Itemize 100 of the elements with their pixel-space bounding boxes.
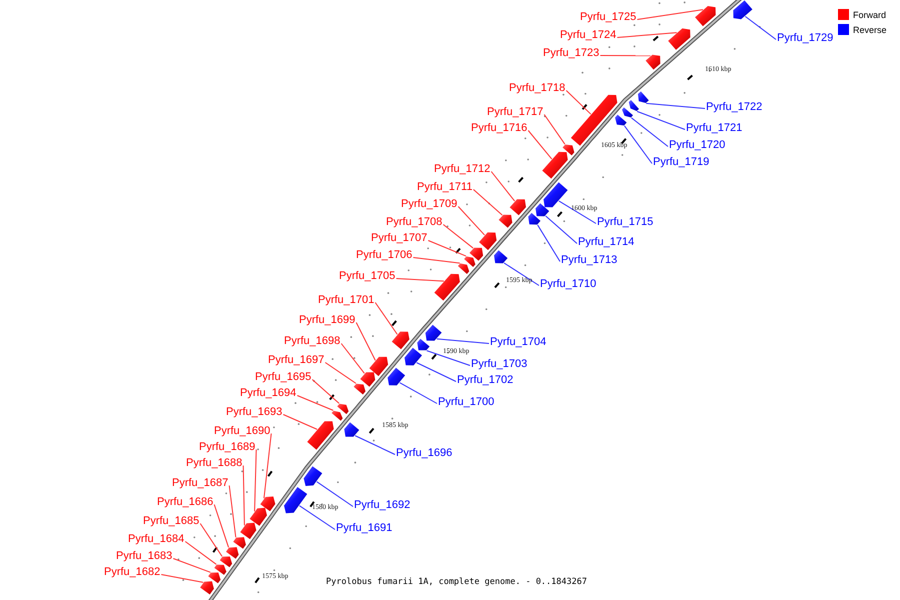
leader-line	[504, 262, 540, 286]
gene-label: Pyrfu_1721	[686, 122, 742, 135]
leader-line	[374, 302, 398, 335]
gene-label: Pyrfu_1693	[226, 406, 282, 419]
leader-line	[160, 574, 204, 583]
leader-line	[636, 110, 686, 130]
gene-bar	[695, 6, 716, 26]
gene-bar	[284, 487, 308, 514]
leader-line	[354, 435, 396, 455]
leader-line	[624, 125, 652, 164]
leader-line	[200, 523, 223, 557]
leader-line	[356, 322, 376, 361]
gene-bar	[417, 338, 430, 350]
leader-line	[282, 414, 318, 430]
gene-label: Pyrfu_1688	[186, 457, 242, 470]
gene-label: Pyrfu_1689	[199, 441, 256, 454]
leader-line	[537, 224, 560, 262]
leader-line	[312, 379, 340, 404]
gene-bar	[337, 404, 349, 414]
leader-line	[324, 362, 356, 384]
gene-bar	[628, 100, 639, 111]
gene-label: Pyrfu_1707	[371, 232, 428, 245]
gene-label: Pyrfu_1708	[386, 216, 442, 229]
gene-label: Pyrfu_1729	[777, 32, 834, 45]
gene-label: Pyrfu_1692	[354, 499, 410, 512]
gene-bar	[536, 203, 550, 216]
gene-label: Pyrfu_1723	[543, 47, 600, 60]
leader-line	[600, 55, 652, 56]
gene-bar	[220, 556, 232, 568]
leader-line	[340, 343, 365, 374]
leader-line	[558, 200, 596, 224]
leader-line	[636, 9, 704, 20]
leader-line	[184, 541, 217, 565]
leader-line	[296, 395, 334, 411]
gene-bar	[668, 28, 690, 50]
gene-label: Pyrfu_1695	[255, 371, 312, 384]
gene-bar	[510, 199, 526, 216]
leader-line	[744, 16, 776, 40]
gene-label: Pyrfu_1694	[240, 387, 296, 400]
gene-bar	[388, 368, 406, 386]
gene-bar	[250, 508, 267, 526]
gene-label: Pyrfu_1684	[128, 533, 184, 546]
gene-bar	[434, 274, 460, 301]
leader-line	[490, 171, 516, 202]
gene-bar	[470, 248, 484, 261]
gene-label: Pyrfu_1717	[487, 106, 544, 119]
leader-line	[399, 382, 438, 404]
gene-label: Pyrfu_1697	[268, 354, 324, 367]
gene-bar	[307, 421, 334, 450]
gene-bar	[570, 94, 618, 146]
leader-line	[646, 102, 706, 109]
gene-label: Pyrfu_1696	[396, 447, 452, 460]
gene-label: Pyrfu_1705	[339, 270, 396, 283]
gene-bar	[733, 0, 752, 20]
gene-bar	[392, 332, 410, 350]
gene-bar	[425, 324, 442, 341]
gene-label: Pyrfu_1720	[669, 139, 726, 152]
gene-bar	[233, 537, 246, 549]
gene-bar	[360, 372, 376, 387]
leader-line	[472, 189, 503, 216]
leader-line	[298, 505, 336, 530]
gene-bar	[479, 232, 497, 250]
leader-line	[458, 206, 486, 236]
gene-bar	[332, 410, 343, 421]
gene-bar	[542, 152, 568, 179]
gene-bar	[226, 547, 239, 559]
leader-line	[412, 257, 460, 264]
legend-label: Reverse	[853, 24, 887, 34]
gene-label: Pyrfu_1685	[143, 515, 200, 528]
leader-line	[396, 278, 444, 282]
gene-label: Pyrfu_1703	[471, 358, 528, 371]
gene-bar	[208, 572, 221, 584]
gene-bar	[646, 54, 660, 70]
gene-bar	[200, 581, 214, 594]
gene-bar	[369, 356, 388, 376]
leader-line	[263, 433, 272, 499]
leader-line	[172, 558, 211, 573]
gene-bar	[528, 212, 540, 225]
gene-label: Pyrfu_1706	[356, 249, 412, 262]
gene-bar	[494, 250, 508, 264]
leader-line	[426, 350, 470, 366]
leader-line	[416, 362, 456, 382]
leader-line	[254, 449, 257, 512]
gene-label: Pyrfu_1700	[438, 396, 494, 409]
gene-bar	[354, 384, 366, 394]
leader-line	[545, 215, 578, 244]
leader-line	[544, 114, 566, 145]
gene-label: Pyrfu_1699	[299, 314, 356, 327]
gene-label: Pyrfu_1702	[457, 374, 514, 387]
gene-bar	[240, 522, 256, 540]
gene-bar	[622, 107, 633, 118]
gene-bar	[615, 114, 627, 126]
gene-label: Pyrfu_1725	[580, 11, 636, 24]
leader-line	[228, 485, 236, 538]
caption: Pyrolobus fumarii 1A, complete genome. - 0..1843267	[326, 577, 587, 587]
gene-bar	[404, 348, 422, 366]
leader-line	[528, 130, 552, 160]
gene-bar	[498, 214, 512, 228]
gene-bar	[544, 182, 568, 208]
leader-line	[566, 90, 592, 115]
